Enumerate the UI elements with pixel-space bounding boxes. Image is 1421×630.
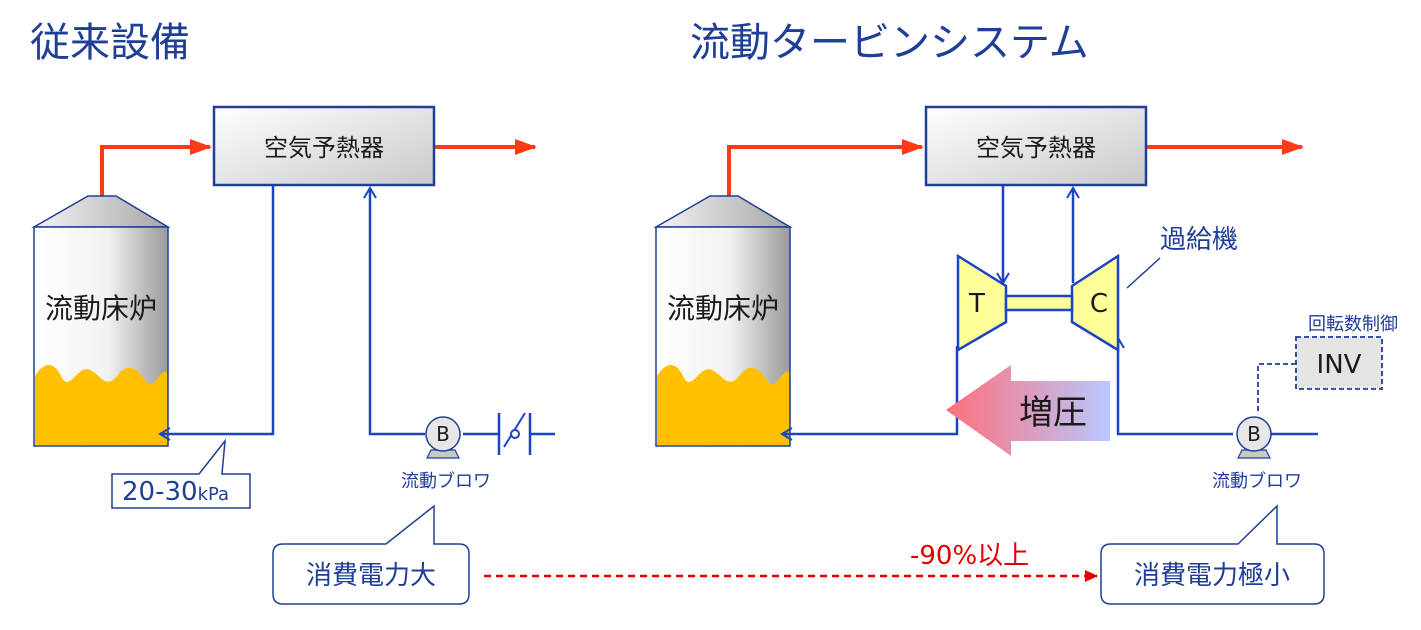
left-title: 従来設備 [30, 20, 190, 66]
boost-arrow: 増圧 [946, 365, 1110, 456]
compressor [1070, 253, 1120, 353]
left-power-text: 消費電力大 [306, 561, 436, 591]
pressure-unit: kPa [198, 484, 230, 505]
rotation-control-label: 回転数制御 [1308, 314, 1398, 335]
left-air-flow [158, 185, 555, 441]
right-power-callout: 消費電力極小 [1100, 504, 1325, 605]
inverter-label: INV [1317, 350, 1362, 380]
right-exhaust-flow [727, 139, 1304, 198]
left-blower-label: 流動ブロワ [401, 470, 491, 492]
right-blower-letter: B [1247, 422, 1261, 446]
boost-label: 増圧 [1019, 393, 1087, 433]
svg-text:20-30kPa: 20-30kPa [122, 477, 229, 507]
inverter-box: INV [1295, 336, 1383, 390]
right-furnace: 流動床炉 [653, 195, 793, 447]
left-furnace-label: 流動床炉 [45, 292, 157, 325]
turbocharger: T C [956, 253, 1120, 353]
right-blower-icon: B [1236, 416, 1272, 459]
right-title: 流動タービンシステム [690, 20, 1089, 66]
right-air-flow [780, 185, 1318, 441]
right-furnace-label: 流動床炉 [667, 292, 779, 325]
turbine-letter: T [968, 289, 985, 319]
left-power-callout: 消費電力大 [272, 504, 470, 605]
turbine [956, 253, 1008, 353]
right-air-preheater-label: 空気予熱器 [976, 134, 1096, 162]
right-air-preheater: 空気予熱器 [924, 105, 1148, 187]
turbocharger-leader [1126, 257, 1161, 289]
left-furnace: 流動床炉 [31, 195, 171, 447]
turbo-shaft [1004, 294, 1074, 312]
left-blower-icon: B [425, 416, 461, 459]
reduction-label: -90%以上 [910, 541, 1029, 571]
left-air-preheater: 空気予熱器 [212, 105, 436, 187]
right-blower-label: 流動ブロワ [1212, 470, 1302, 492]
inverter-control-line [1257, 363, 1296, 414]
pressure-callout: 20-30kPa [111, 438, 251, 509]
right-power-text: 消費電力極小 [1134, 561, 1290, 591]
left-air-preheater-label: 空気予熱器 [264, 134, 384, 162]
damper-valve-icon [497, 412, 532, 455]
compressor-letter: C [1090, 289, 1108, 319]
pressure-value: 20-30 [122, 477, 198, 507]
left-blower-letter: B [436, 422, 450, 446]
left-exhaust-flow [100, 139, 537, 198]
turbocharger-label: 過給機 [1160, 225, 1238, 255]
